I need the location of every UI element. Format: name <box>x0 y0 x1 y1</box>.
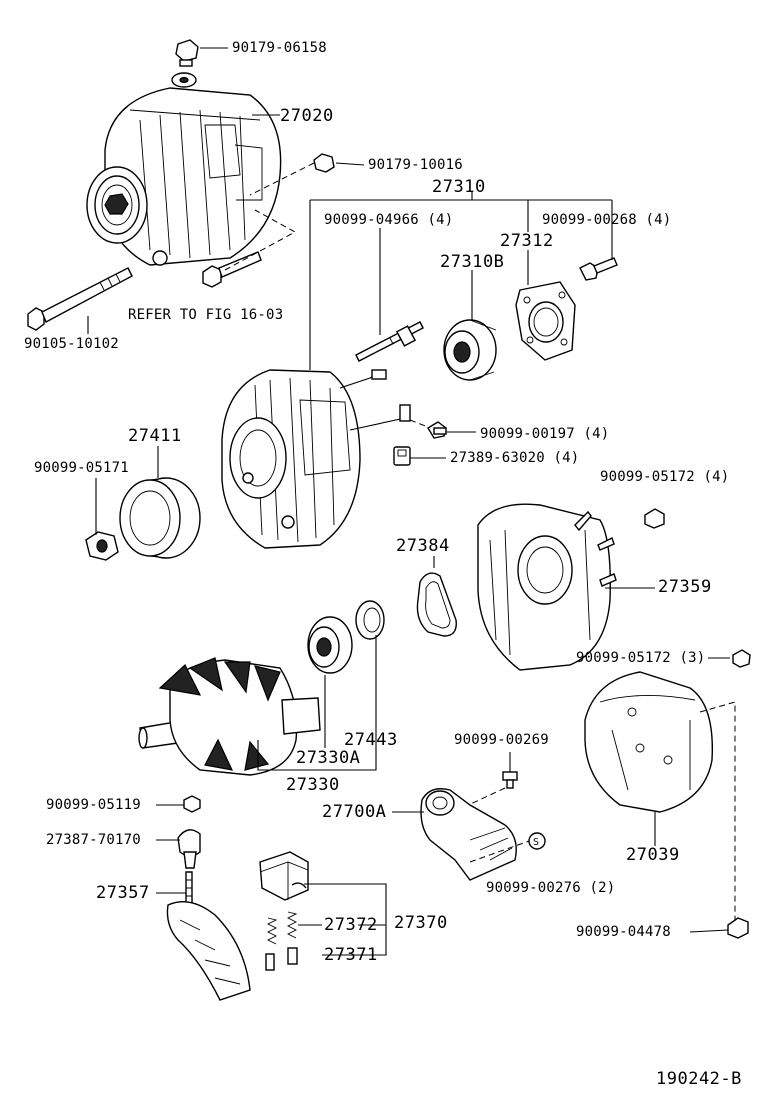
reference-note: REFER TO FIG 16-03 <box>128 307 284 323</box>
gasket-icon <box>416 572 457 637</box>
small-nut-icon <box>183 795 201 813</box>
label-90099-00197: 90099-00197 (4) <box>480 426 610 442</box>
through-bolt-icon <box>355 321 424 362</box>
figure-code: 190242-B <box>656 1069 742 1089</box>
screw-icon <box>409 419 447 439</box>
rotor-bearing-icon <box>307 616 353 674</box>
label-27312: 27312 <box>500 231 554 251</box>
label-90099-00269: 90099-00269 <box>454 732 549 748</box>
label-27384: 27384 <box>396 536 450 556</box>
rectifier-holder-icon <box>166 871 251 1001</box>
long-bolt-icon <box>27 267 133 331</box>
label-27310B: 27310B <box>440 252 505 272</box>
brush-icon <box>265 947 298 971</box>
label-90179-10016: 90179-10016 <box>368 157 463 173</box>
label-90099-05172-3: 90099-05172 (3) <box>576 650 706 666</box>
leader-lines <box>87 47 730 956</box>
retainer-screw-icon <box>579 257 618 281</box>
label-90099-04966: 90099-04966 (4) <box>324 212 454 228</box>
voltage-regulator-icon <box>420 788 517 881</box>
label-90099-04478: 90099-04478 <box>576 924 671 940</box>
rear-end-cover-icon <box>584 671 714 813</box>
label-27370: 27370 <box>394 913 448 933</box>
label-27387-70170: 27387-70170 <box>46 832 141 848</box>
drive-end-housing-icon <box>221 369 411 549</box>
terminal-insulator-icon <box>393 446 411 466</box>
alternator-assembly-icon <box>86 87 282 266</box>
brush-spring-icon <box>266 911 298 945</box>
label-27389-63020: 27389-63020 (4) <box>450 450 580 466</box>
mount-bolt-icon <box>202 251 262 288</box>
label-27411: 27411 <box>128 426 182 446</box>
frame-nut-icon <box>644 508 665 529</box>
bearing-icon <box>443 319 497 381</box>
label-27700A: 27700A <box>322 802 387 822</box>
top-nut-icon <box>171 39 199 88</box>
label-90105-10102: 90105-10102 <box>24 336 119 352</box>
brush-holder-icon <box>259 851 309 901</box>
label-27371: 27371 <box>324 945 378 965</box>
regulator-screw-icon <box>502 771 518 789</box>
label-27357: 27357 <box>96 883 150 903</box>
label-90099-05119: 90099-05119 <box>46 797 141 813</box>
label-27020: 27020 <box>280 106 334 126</box>
rectifier-end-frame-icon <box>477 503 617 671</box>
pulley-icon <box>119 477 201 559</box>
cover-nut-icon <box>732 649 751 668</box>
bearing-cover-icon <box>355 600 385 640</box>
insulator-icon <box>177 829 201 869</box>
retainer-plate-icon <box>515 281 576 361</box>
cover-bolt-icon <box>689 917 749 939</box>
nut-icon <box>313 153 335 173</box>
label-90099-05172-4: 90099-05172 (4) <box>600 469 730 485</box>
label-27359: 27359 <box>658 577 712 597</box>
rotor-icon <box>138 657 321 776</box>
label-27330: 27330 <box>286 775 340 795</box>
label-27330A: 27330A <box>296 748 361 768</box>
label-27372: 27372 <box>324 915 378 935</box>
label-90099-00268: 90099-00268 (4) <box>542 212 672 228</box>
label-90099-05171: 90099-05171 <box>34 460 129 476</box>
label-27039: 27039 <box>626 845 680 865</box>
svg-text:S: S <box>533 837 539 848</box>
pulley-nut-icon <box>85 531 119 561</box>
label-90099-00276: 90099-00276 (2) <box>486 880 616 896</box>
label-90179-06158: 90179-06158 <box>232 40 327 56</box>
washer-icon: S <box>528 832 546 850</box>
label-27310: 27310 <box>432 177 486 197</box>
label-27443: 27443 <box>344 730 398 750</box>
